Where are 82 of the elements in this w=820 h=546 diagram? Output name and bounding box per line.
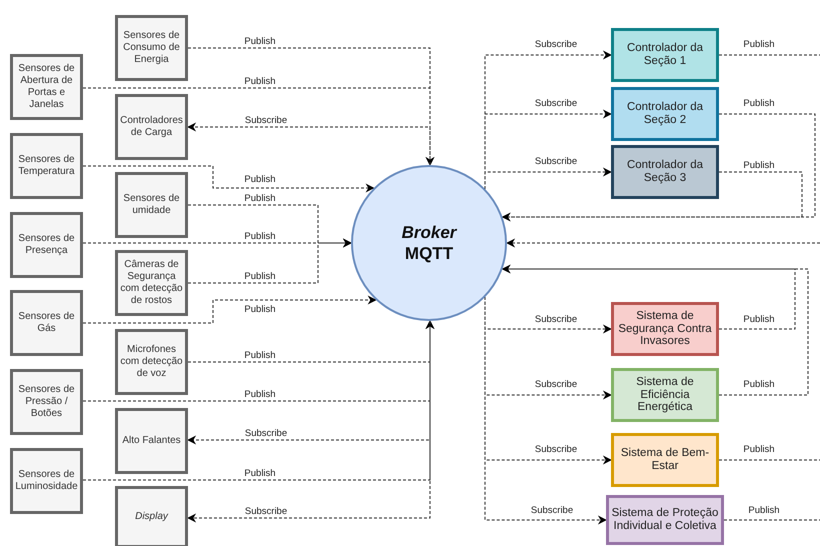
- node-title: MQTT: [404, 243, 454, 264]
- connector-arrow: [82, 88, 434, 166]
- node-label: Controlador da Seção 3: [626, 159, 704, 185]
- system-box: [611, 87, 719, 141]
- device-box: [115, 408, 188, 474]
- connector-arrow: [188, 238, 352, 284]
- system-box: [611, 368, 719, 422]
- edge-label: Subscribe: [244, 506, 288, 517]
- edge-label: Publish: [742, 379, 776, 390]
- system-box: [611, 302, 719, 356]
- device-box: [115, 329, 188, 395]
- system-box: [611, 433, 719, 487]
- edge-label: Publish: [747, 505, 781, 516]
- device-box: [10, 448, 83, 514]
- edge-label: Subscribe: [530, 505, 574, 516]
- system-box: [611, 28, 719, 82]
- device-box: [10, 54, 83, 120]
- node-label: Controladores de Carga: [119, 115, 184, 139]
- edge-label: Subscribe: [534, 156, 578, 167]
- edge-label: Publish: [243, 271, 277, 282]
- node-label: Sensores de Temperatura: [17, 154, 76, 178]
- edge-label: Publish: [742, 444, 776, 455]
- connector-arrow: [187, 320, 430, 522]
- edge-label: Subscribe: [534, 314, 578, 325]
- device-box: [115, 486, 188, 546]
- node-label: Display: [135, 511, 168, 523]
- edge-label: Publish: [243, 304, 277, 315]
- connector-arrow: [502, 264, 808, 396]
- device-box: [10, 133, 83, 199]
- node-label: Sensores de Gás: [17, 311, 76, 335]
- node-label: Alto Falantes: [122, 435, 181, 447]
- node-label: Sensores de Presença: [17, 233, 76, 257]
- device-box: [10, 212, 83, 278]
- node-label: Sensores de Consumo de Energia: [122, 30, 181, 66]
- edge-label: Publish: [742, 160, 776, 171]
- device-box: [10, 369, 83, 435]
- edge-label: Publish: [243, 231, 277, 242]
- system-box: [611, 145, 719, 199]
- edge-label: Publish: [742, 98, 776, 109]
- edge-label: Publish: [243, 174, 277, 185]
- edge-label: Publish: [243, 36, 277, 47]
- system-box: [606, 495, 724, 545]
- device-box: [115, 15, 188, 81]
- edge-label: Publish: [243, 389, 277, 400]
- node-label: Sensores de Abertura de Portas e Janelas: [17, 63, 76, 111]
- node-label: Controlador da Seção 2: [626, 101, 704, 127]
- edge-label: Publish: [243, 193, 277, 204]
- device-box: [115, 94, 188, 160]
- edge-label: Subscribe: [534, 39, 578, 50]
- device-box: [115, 172, 188, 238]
- edge-label: Publish: [742, 314, 776, 325]
- edge-label: Publish: [243, 468, 277, 479]
- node-label: Sensores de Pressão / Botões: [17, 384, 76, 420]
- node-label: Sistema de Bem-Estar: [620, 447, 710, 473]
- edge-label: Publish: [243, 350, 277, 361]
- connector-arrow: [502, 172, 802, 222]
- device-box: [10, 290, 83, 356]
- edge-label: Subscribe: [534, 444, 578, 455]
- node-label: Câmeras de Segurança com detecção de rostos: [119, 259, 184, 307]
- edge-label: Subscribe: [534, 379, 578, 390]
- connector-arrow: [187, 122, 430, 166]
- connector-arrow: [82, 296, 377, 324]
- node-label: Sistema de Proteção Individual e Coletiva: [610, 507, 720, 533]
- node-label: Microfones com detecção de voz: [119, 344, 184, 380]
- connector-arrow: [484, 296, 607, 524]
- node-label: Sistema de Segurança Contra Invasores: [617, 310, 713, 348]
- node-label: Sensores de umidade: [122, 193, 181, 217]
- node-label: Sistema de Eficiência Energética: [635, 376, 695, 414]
- edge-label: Subscribe: [244, 115, 288, 126]
- edge-label: Subscribe: [534, 98, 578, 109]
- connector-arrow: [82, 320, 434, 480]
- device-box: [115, 250, 188, 316]
- connector-arrow: [506, 238, 820, 248]
- edge-label: Publish: [243, 76, 277, 87]
- connector-arrow: [82, 166, 375, 192]
- node-title: Broker: [402, 222, 456, 243]
- connector-line: [718, 54, 820, 56]
- connector-arrow: [484, 168, 612, 190]
- edge-label: Publish: [742, 39, 776, 50]
- node-label: Sensores de Luminosidade: [14, 469, 79, 493]
- node-label: Controlador da Seção 1: [626, 42, 704, 68]
- edge-label: Subscribe: [244, 428, 288, 439]
